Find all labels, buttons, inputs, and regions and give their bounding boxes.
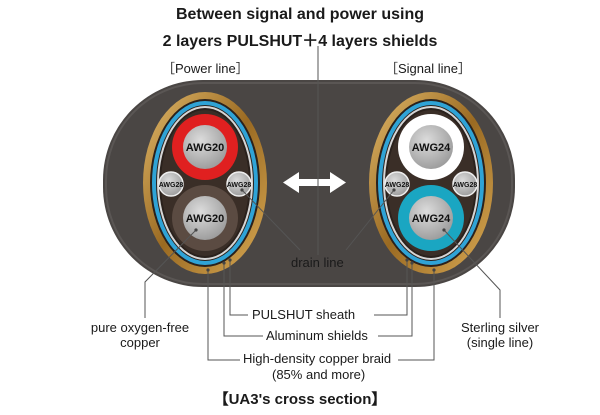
aluminum-shields-label: Aluminum shields (266, 328, 368, 343)
signal-line-core (369, 92, 493, 274)
sterling-silver-label-1: Sterling silver (460, 320, 540, 335)
signal-drain-left-awg: AWG28 (385, 182, 410, 189)
title-line-1: Between signal and power using (175, 6, 425, 23)
signal-bottom-awg: AWG24 (412, 213, 451, 225)
signal-top-awg: AWG24 (412, 142, 451, 154)
pulshut-sheath-label: PULSHUT sheath (252, 307, 356, 322)
power-pulshut-sheath (152, 101, 258, 265)
sterling-silver-label-2: (single line) (466, 335, 534, 350)
signal-drain-right-awg: AWG28 (453, 182, 478, 189)
signal-line-label: ［Signal line］ (385, 61, 471, 76)
leader-lines (144, 46, 501, 361)
power-line-label: ［Power line］ (162, 61, 249, 76)
copper-braid-label-2: (85% and more) (272, 367, 366, 382)
copper-braid-label-1: High-density copper braid (243, 351, 392, 366)
power-drain-left-awg: AWG28 (159, 182, 184, 189)
signal-pulshut-sheath (378, 101, 484, 265)
signal-aluminum-shield (383, 106, 479, 260)
power-top-awg: AWG20 (186, 142, 225, 154)
power-aluminum-shield (157, 106, 253, 260)
separation-arrow (283, 172, 346, 193)
drain-line-label: drain line (291, 255, 344, 270)
diagram-caption: 【UA3's cross section】 (213, 391, 387, 408)
power-bottom-awg: AWG20 (186, 213, 225, 225)
power-drain-right-awg: AWG28 (227, 182, 252, 189)
title-line-2: 2 layers PULSHUT＋4 layers shields (162, 33, 438, 50)
pure-copper-label-2: copper (120, 335, 160, 350)
power-line-core (143, 92, 267, 274)
pure-copper-label-1: pure oxygen-free (90, 320, 190, 335)
